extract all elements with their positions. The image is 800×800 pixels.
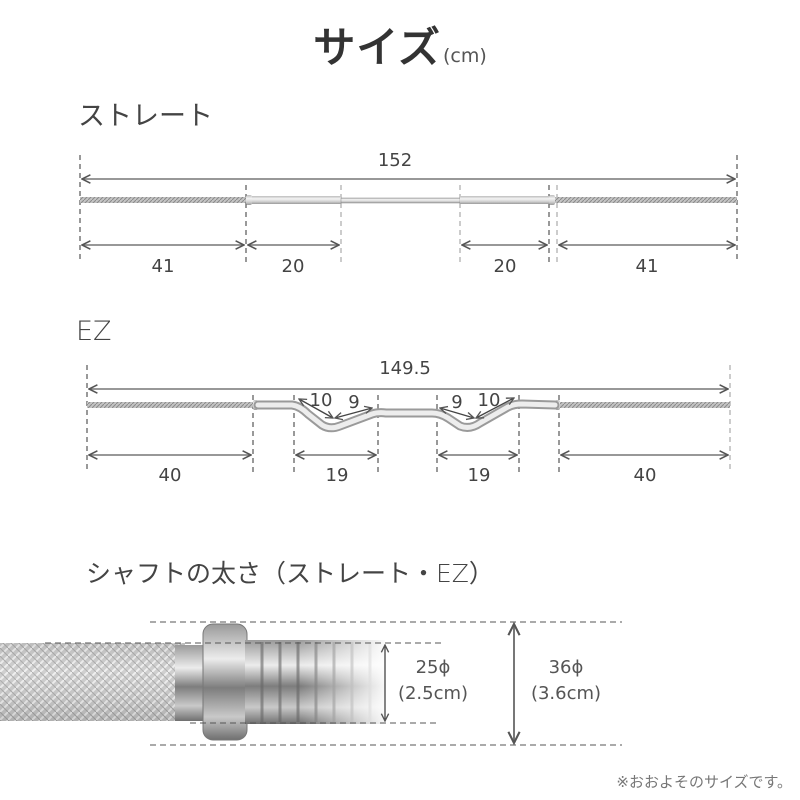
straight-seg-1: 41 <box>151 256 175 277</box>
ez-bar <box>86 365 731 472</box>
approximate-size-note: ※おおよそのサイズです。 <box>616 773 792 791</box>
outer-diameter-mm: 36ϕ <box>548 657 584 678</box>
straight-total-length: 152 <box>377 150 413 171</box>
outer-diameter-label: 36ϕ (3.6cm) <box>518 655 614 707</box>
ez-seg-3: 19 <box>467 465 491 486</box>
outer-diameter-cm: (3.6cm) <box>530 683 602 704</box>
ez-seg-2: 19 <box>325 465 349 486</box>
ez-total-length: 149.5 <box>379 358 431 379</box>
ez-bend-right-10: 10 <box>477 390 501 411</box>
ez-bend-left-10: 10 <box>309 390 333 411</box>
title-text: サイズ <box>313 23 441 72</box>
straight-seg-2: 20 <box>281 256 305 277</box>
ez-seg-4: 40 <box>633 465 657 486</box>
ez-bend-right-9: 9 <box>451 392 463 413</box>
straight-bar <box>79 155 738 262</box>
title-unit: (cm) <box>442 45 487 67</box>
shaft-closeup <box>0 620 622 746</box>
ez-bend-left-9: 9 <box>348 392 360 413</box>
page-title: サイズ(cm) <box>0 14 800 75</box>
inner-diameter-cm: (2.5cm) <box>397 683 469 704</box>
straight-seg-4: 41 <box>635 256 659 277</box>
inner-diameter-mm: 25ϕ <box>415 657 451 678</box>
ez-seg-1: 40 <box>158 465 182 486</box>
shaft-label: シャフトの太さ（ストレート・EZ） <box>86 559 494 588</box>
straight-label: ストレート <box>78 101 213 132</box>
inner-diameter-label: 25ϕ (2.5cm) <box>388 655 478 707</box>
straight-seg-3: 20 <box>493 256 517 277</box>
ez-label: EZ <box>76 316 112 347</box>
